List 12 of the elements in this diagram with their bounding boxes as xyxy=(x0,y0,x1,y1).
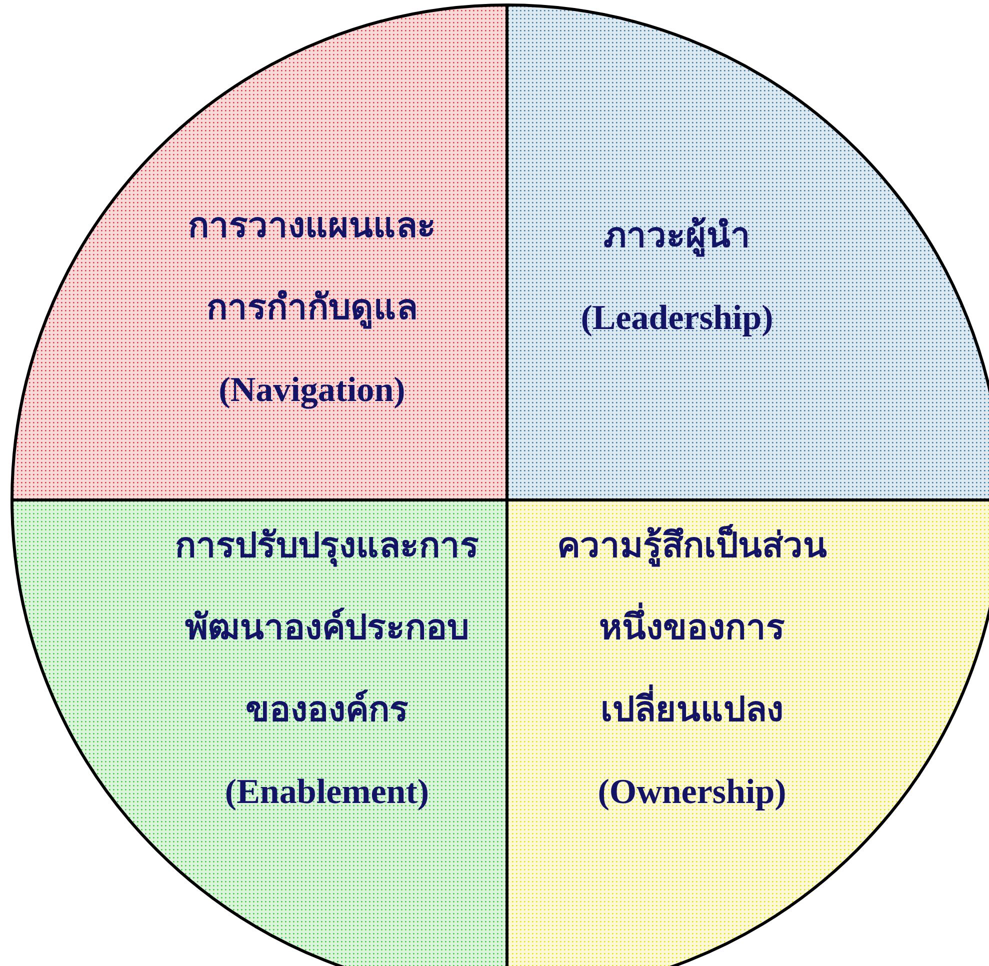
quadrant-sector xyxy=(12,500,507,966)
sector-label: (Navigation) xyxy=(218,369,406,411)
sector-label: ความรู้สึกเป็นส่วนหนึ่งของการเปลี่ยนแปลง xyxy=(556,523,828,731)
sector-label: (Ownership) xyxy=(596,771,788,813)
sector-label: การวางแผนและการกำกับดูแล xyxy=(187,205,437,331)
sector-label: (Leadership) xyxy=(580,297,774,339)
sector-label: ภาวะผู้นำ xyxy=(602,215,752,259)
quadrant-sector xyxy=(507,500,989,966)
quadrant-sector xyxy=(12,5,507,500)
sector-label: (Enablement) xyxy=(224,771,430,813)
sector-label: การปรับปรุงและการพัฒนาองค์ประกอบขององค์กร xyxy=(174,525,480,731)
quadrant-sector xyxy=(507,5,989,500)
